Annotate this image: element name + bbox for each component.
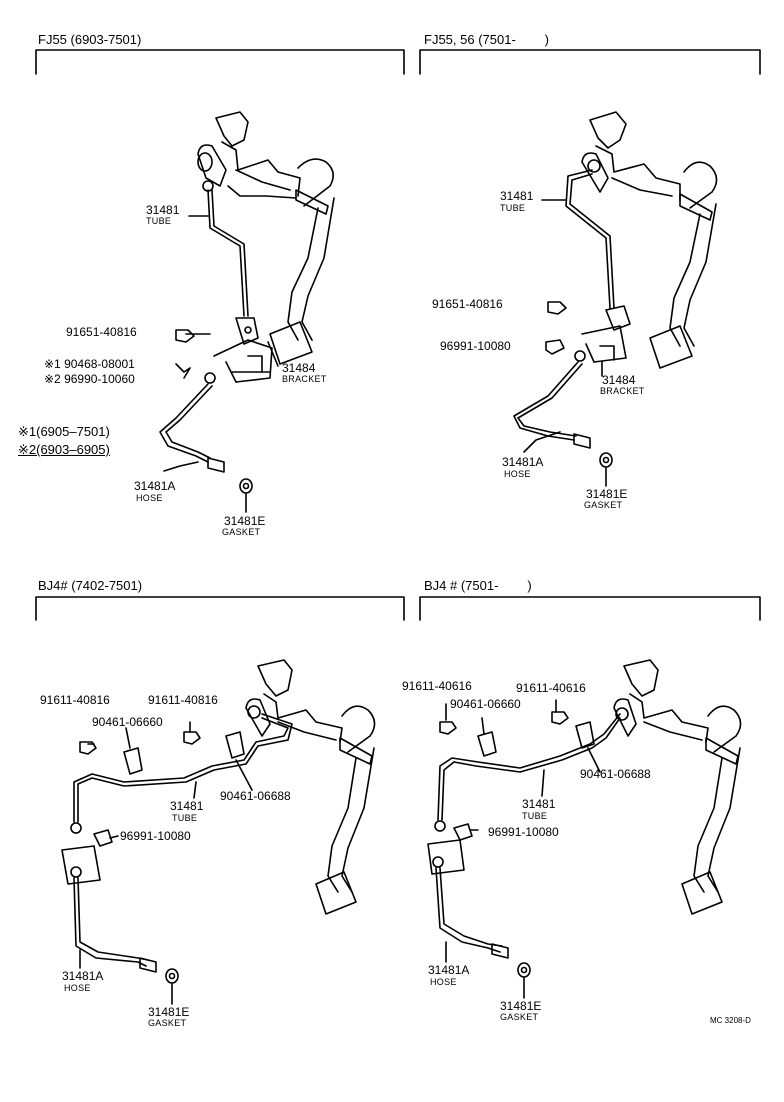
- p4-bolt-number-a: 91611-40616: [402, 679, 472, 693]
- p4-tube-line: [437, 713, 621, 821]
- p3-tube-line: [73, 713, 293, 823]
- p1-pedal: [267, 158, 335, 367]
- p2-gasket-number: 31481E: [586, 487, 628, 501]
- p2-tube-number: 31481: [500, 189, 534, 203]
- p2-pedal: [649, 161, 718, 369]
- header-bracket-4: [419, 596, 761, 621]
- panel-header-bj4-late: BJ4 # (7501- ): [424, 578, 532, 593]
- p1-hose-label: HOSE: [136, 493, 163, 503]
- header-bracket-1: [35, 49, 405, 75]
- p3-master-cylinder: [245, 659, 343, 743]
- panel-header-fj55-early: FJ55 (6903-7501): [38, 32, 142, 47]
- p2-tube-label: TUBE: [500, 203, 526, 213]
- p1-bolt-number: 91651-40816: [66, 325, 137, 339]
- p3-pedal: [315, 705, 376, 915]
- p1-hose-number: 31481A: [134, 479, 176, 493]
- p4-clamps: [439, 711, 595, 841]
- p4-pedal: [681, 705, 742, 915]
- p1-nut-number-1: ※1 90468-08001: [44, 357, 135, 371]
- p2-bracket-label: BRACKET: [600, 386, 645, 396]
- p4-master-cylinder: [613, 659, 709, 743]
- p3-tube-number: 31481: [170, 799, 204, 813]
- p2-clip-number: 96991-10080: [440, 339, 511, 353]
- p1-note-2: ※2(6903–6905): [18, 442, 110, 457]
- p2-hose-line: [513, 350, 591, 449]
- p2-bracket-number: 31484: [602, 373, 636, 387]
- p3-gasket-label: GASKET: [148, 1018, 187, 1028]
- p4-clamp-number-b: 90461-06688: [580, 767, 651, 781]
- p4-bolt-number-b: 91611-40616: [516, 681, 586, 695]
- p3-gasket-number: 31481E: [148, 1005, 190, 1019]
- p1-master-cylinder: [197, 111, 301, 199]
- p4-tube-label: TUBE: [522, 811, 548, 821]
- p3-clamps: [79, 731, 245, 847]
- p3-bolt-number-a: 91611-40816: [40, 693, 110, 707]
- p2-gasket-label: GASKET: [584, 500, 623, 510]
- p1-gasket-label: GASKET: [222, 527, 261, 537]
- p3-clip-number: 96991-10080: [120, 829, 191, 843]
- p4-tube-number: 31481: [522, 797, 556, 811]
- p2-master-cylinder: [581, 111, 681, 201]
- p3-bracket-and-hose: [61, 822, 179, 984]
- p1-tube-line: [202, 180, 249, 317]
- header-bracket-3: [35, 596, 405, 621]
- p2-bracket: [581, 305, 631, 363]
- p2-small-parts: [545, 301, 613, 468]
- p1-nut-number-2: ※2 96990-10060: [44, 372, 135, 386]
- p1-bracket-number: 31484: [282, 361, 316, 375]
- p1-small-parts: [175, 329, 253, 494]
- p3-hose-number: 31481A: [62, 969, 104, 983]
- p1-bracket: [213, 317, 273, 383]
- p2-hose-number: 31481A: [502, 455, 544, 469]
- p4-clamp-number-a: 90461-06660: [450, 697, 521, 711]
- header-bracket-2: [419, 49, 761, 75]
- p2-bolt-number: 91651-40816: [432, 297, 503, 311]
- p1-note-1: ※1(6905–7501): [18, 424, 110, 439]
- p4-gasket-label: GASKET: [500, 1012, 539, 1022]
- p2-hose-label: HOSE: [504, 469, 531, 479]
- p1-bracket-label: BRACKET: [282, 374, 327, 384]
- panel-header-fj55-56-late: FJ55, 56 (7501- ): [424, 32, 549, 47]
- p1-gasket-number: 31481E: [224, 514, 266, 528]
- p4-hose-label: HOSE: [430, 977, 457, 987]
- p4-gasket-number: 31481E: [500, 999, 542, 1013]
- p1-tube-number: 31481: [146, 203, 180, 217]
- p1-hose-line: [159, 372, 225, 473]
- panel-header-bj4-early: BJ4# (7402-7501): [38, 578, 143, 593]
- p4-clip-number: 96991-10080: [488, 825, 559, 839]
- p3-bolt-number-b: 91611-40816: [148, 693, 218, 707]
- p2-tube-line: [565, 169, 615, 309]
- p3-tube-label: TUBE: [172, 813, 198, 823]
- p3-clamp-number-a: 90461-06660: [92, 715, 163, 729]
- p3-hose-label: HOSE: [64, 983, 91, 993]
- p1-tube-label: TUBE: [146, 216, 172, 226]
- p4-bracket-and-hose: [427, 820, 531, 978]
- p3-clamp-number-b: 90461-06688: [220, 789, 291, 803]
- p4-hose-number: 31481A: [428, 963, 470, 977]
- footer-code: MC 3208-D: [710, 1016, 751, 1025]
